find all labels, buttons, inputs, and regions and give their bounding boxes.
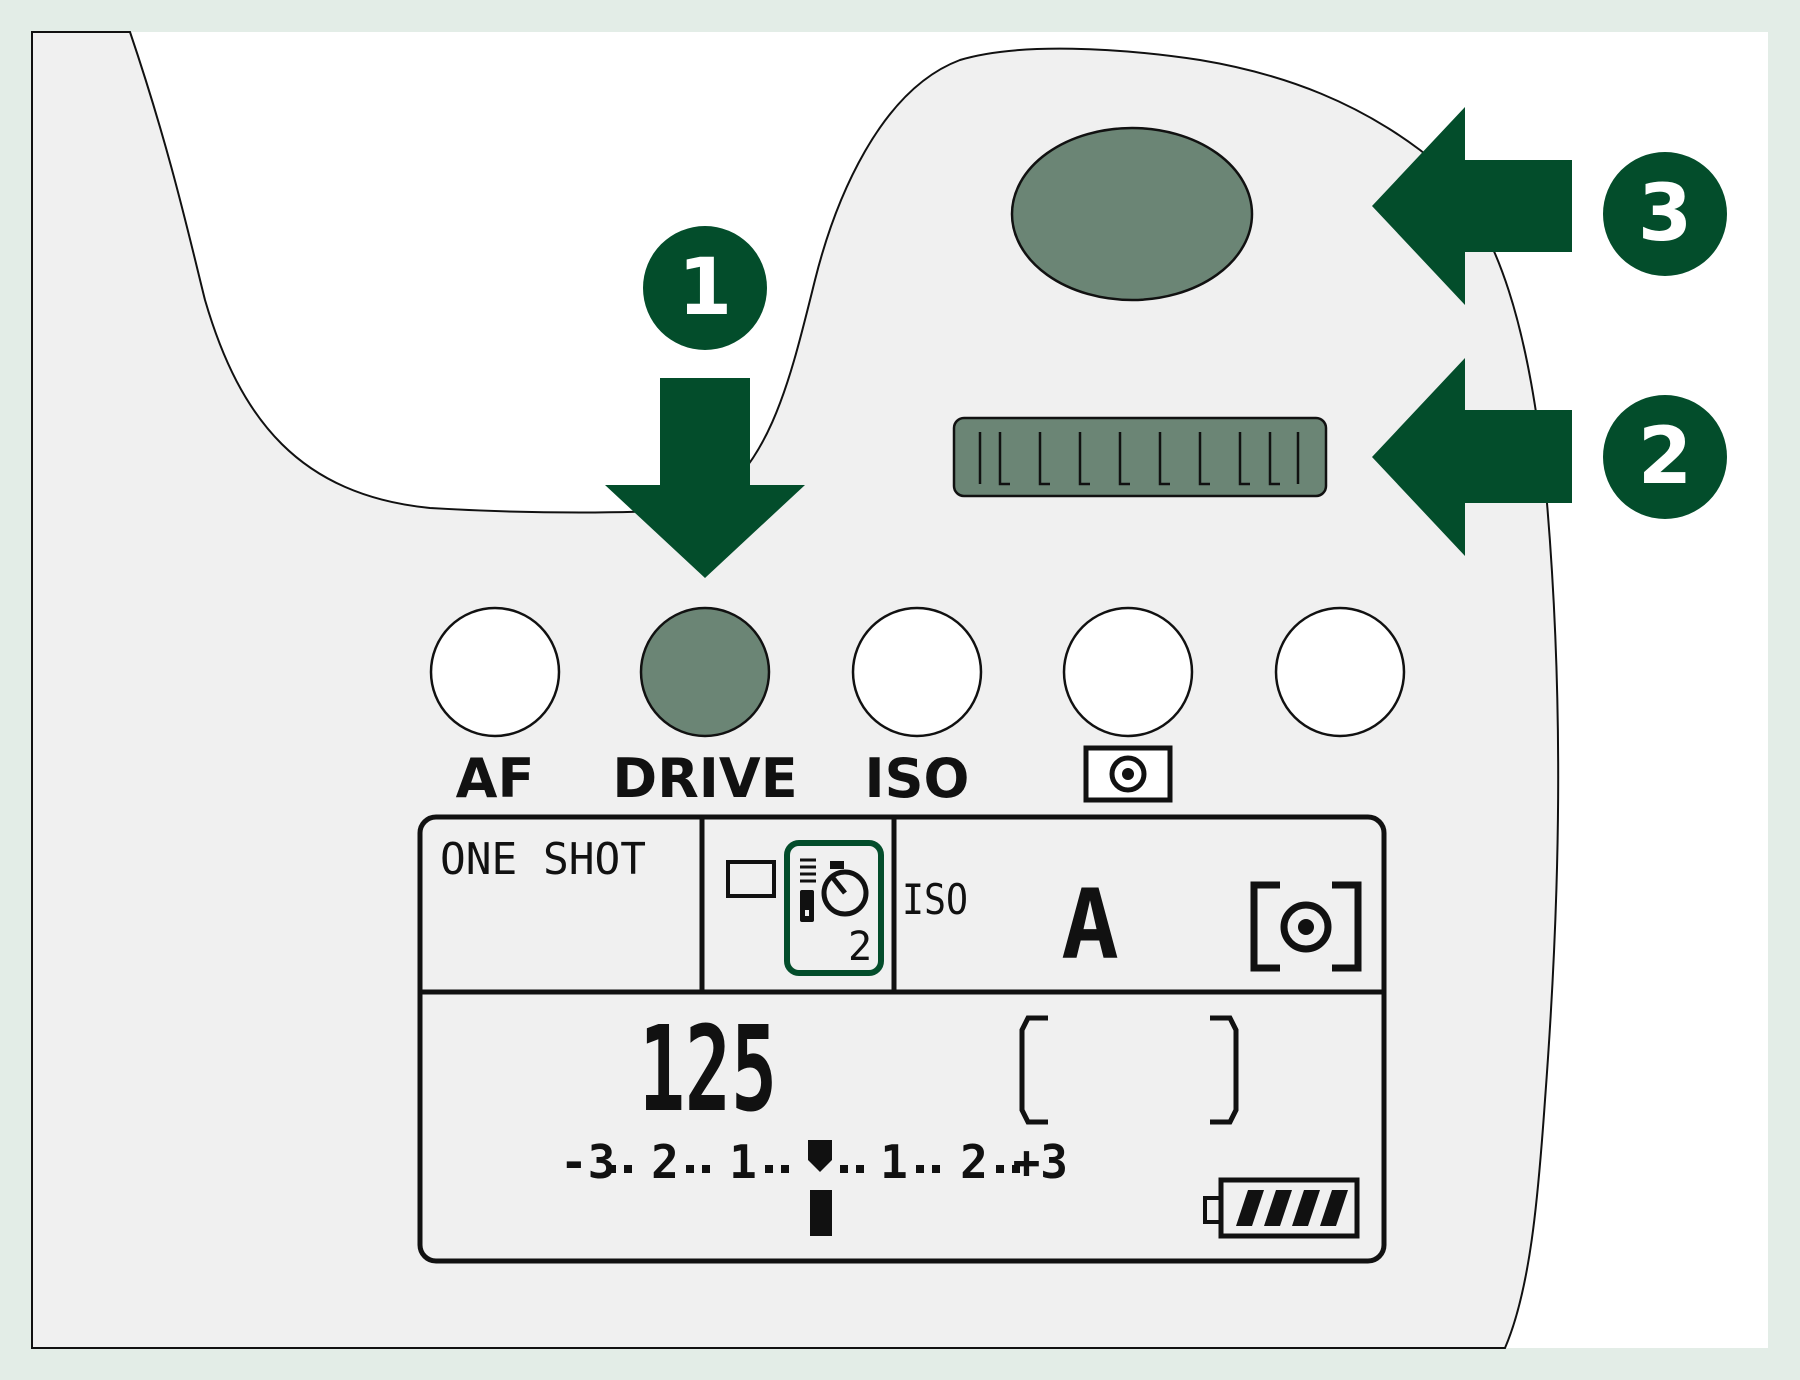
callout-3-number: 3: [1638, 169, 1692, 259]
exposure-label: 2: [651, 1135, 679, 1189]
drive-button[interactable]: [639, 606, 771, 738]
battery-cell: [1264, 1190, 1292, 1226]
af-label: AF: [456, 747, 535, 810]
iso-value: A: [1061, 869, 1119, 981]
exposure-max-label: +3: [1013, 1135, 1068, 1189]
battery-cell: [1320, 1190, 1348, 1226]
iso-readout-label: ISO: [902, 875, 968, 924]
aperture-bracket-left: [1019, 1015, 1048, 1125]
aperture-bracket-right: [1210, 1015, 1239, 1125]
exposure-level-indicator: [810, 1190, 832, 1236]
callout-1: 1: [643, 226, 767, 350]
arrow-left-icon: [1372, 107, 1572, 305]
drive-selection-highlight: [784, 840, 884, 976]
exposure-label: 1: [729, 1135, 757, 1189]
arrow-down-icon: [605, 378, 805, 578]
lcd-panel: [417, 814, 1387, 1264]
self-timer-remote-icon: [800, 858, 869, 922]
metering-readout-icon: [1250, 881, 1362, 972]
drive-label: DRIVE: [612, 747, 797, 810]
metering-button[interactable]: [1062, 606, 1194, 738]
battery-cell: [1292, 1190, 1320, 1226]
battery-cell: [1236, 1190, 1264, 1226]
exposure-min-label: -3: [560, 1135, 615, 1189]
callout-2-number: 2: [1638, 412, 1692, 502]
exposure-scale: -3 2 1 1 2 +3: [560, 1135, 1068, 1236]
arrow-left-icon: [1372, 358, 1572, 556]
drive-timer-value: 2: [848, 924, 872, 970]
shutter-speed: 125: [639, 1000, 777, 1138]
exposure-label: 1: [880, 1135, 908, 1189]
exposure-center-marker: [808, 1140, 832, 1172]
single-shot-icon: [726, 860, 776, 898]
shutter-button[interactable]: [1010, 126, 1254, 302]
blank-button[interactable]: [1274, 606, 1406, 738]
exposure-label: 2: [960, 1135, 988, 1189]
callout-1-number: 1: [678, 243, 732, 333]
main-dial[interactable]: [952, 416, 1328, 498]
iso-button[interactable]: [851, 606, 983, 738]
iso-label: ISO: [865, 747, 970, 810]
af-button[interactable]: [429, 606, 561, 738]
af-mode-readout: ONE SHOT: [440, 834, 646, 885]
callout-3: 3: [1603, 152, 1727, 276]
metering-icon: [1083, 745, 1173, 803]
callout-2: 2: [1603, 395, 1727, 519]
battery-icon: [1203, 1177, 1360, 1239]
